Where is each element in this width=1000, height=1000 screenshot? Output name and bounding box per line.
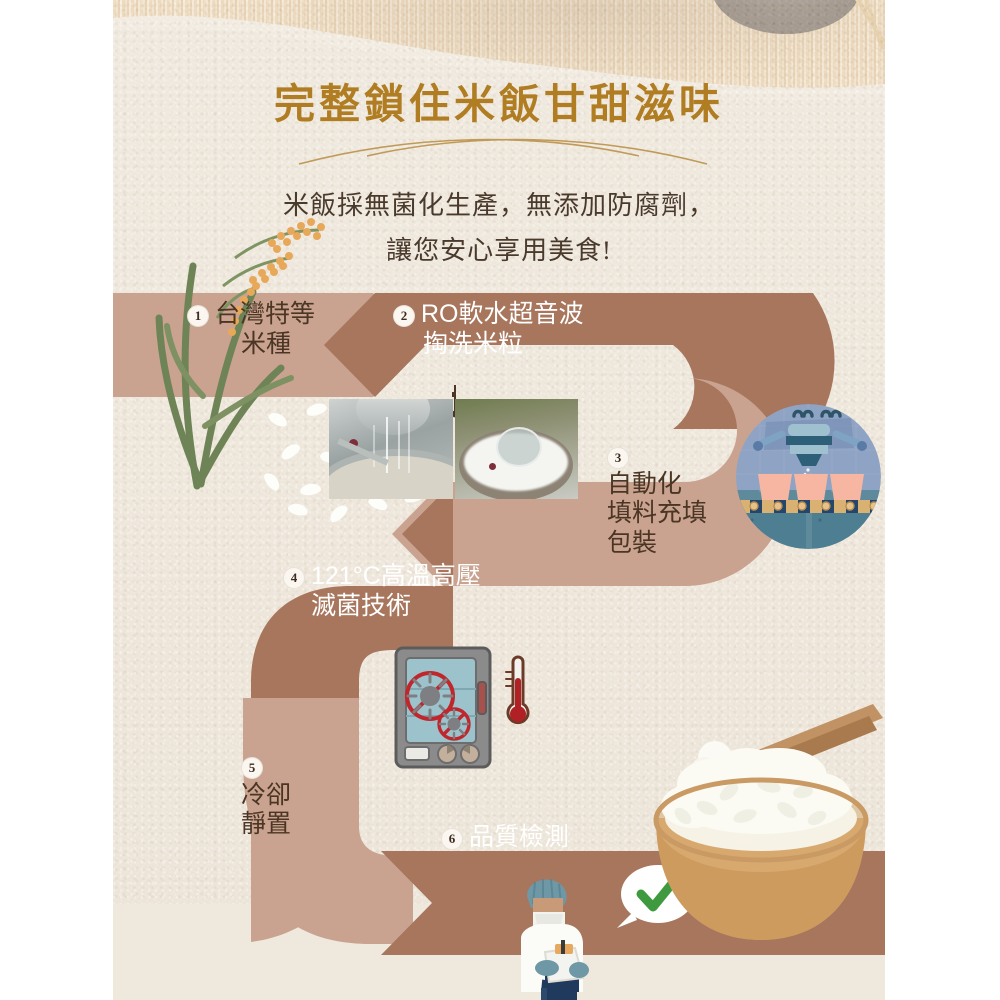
step-2-line-1: RO軟水超音波 bbox=[421, 300, 584, 328]
no-germ-icon-small bbox=[437, 707, 471, 741]
thermometer-icon bbox=[505, 655, 530, 725]
step-5-line-1: 冷卻 bbox=[241, 780, 292, 809]
rice-rinsing-bowl-photo bbox=[454, 399, 578, 499]
step-1-line-1: 台灣特等 bbox=[215, 300, 316, 328]
autoclave-sterilizer-illustration bbox=[394, 646, 492, 769]
step-2-line-2: 掏洗米粒 bbox=[423, 329, 524, 358]
robotic-filling-line-illustration bbox=[736, 404, 881, 549]
quality-inspector-illustration bbox=[521, 878, 589, 1000]
step-label-1: 1 台灣特等 米種 bbox=[187, 300, 417, 359]
step-4-line-1: 121°C高溫高壓 bbox=[311, 562, 481, 590]
ribbon-band-step3 bbox=[392, 378, 789, 586]
rice-plant-illustration bbox=[155, 218, 325, 490]
ribbon-band-step2 bbox=[324, 293, 835, 429]
no-germ-icon-large bbox=[405, 671, 455, 721]
step-number-3: 3 bbox=[607, 446, 629, 469]
subtitle-line-2: 讓您安心享用美食! bbox=[386, 236, 612, 265]
step-number-6: 6 bbox=[441, 827, 463, 850]
step-number-1: 1 bbox=[187, 304, 209, 327]
step-label-2: 2 RO軟水超音波 掏洗米粒 bbox=[393, 300, 723, 359]
step-number-5: 5 bbox=[241, 756, 263, 779]
step-label-6: 6 品質檢測 bbox=[441, 823, 701, 853]
rice-washing-photo-pair bbox=[329, 399, 578, 499]
rice-washing-machine-photo bbox=[329, 399, 453, 499]
subtitle-line-1: 米飯採無菌化生產，無添加防腐劑， bbox=[282, 191, 715, 220]
step-number-2: 2 bbox=[393, 304, 415, 327]
step-6-line-1: 品質檢測 bbox=[469, 823, 570, 851]
paper-panel: 完整鎖住米飯甘甜滋味 米飯採無菌化生產，無添加防腐劑， 讓您安心享用美食! bbox=[113, 0, 885, 1000]
step-3-line-3: 包裝 bbox=[607, 528, 658, 557]
step-5-line-2: 靜置 bbox=[241, 810, 292, 838]
step-4-line-2: 滅菌技術 bbox=[311, 591, 412, 620]
title-flourish-divider bbox=[298, 138, 708, 165]
page-title: 完整鎖住米飯甘甜滋味 bbox=[274, 81, 724, 127]
step-label-4: 4 121°C高溫高壓 滅菌技術 bbox=[283, 562, 613, 621]
step-3-line-1: 自動化 bbox=[607, 469, 683, 498]
step-number-4: 4 bbox=[283, 566, 305, 589]
step-3-line-2: 填料充填 bbox=[607, 499, 708, 527]
ribbon-band-step4-left bbox=[251, 482, 453, 700]
rice-bowl-with-chopsticks-photo bbox=[653, 704, 883, 940]
step-1-line-2: 米種 bbox=[241, 329, 292, 358]
step-label-3: 3 自動化 填料充填 包裝 bbox=[607, 442, 757, 558]
step-label-5: 5 冷卻 靜置 bbox=[241, 752, 361, 840]
